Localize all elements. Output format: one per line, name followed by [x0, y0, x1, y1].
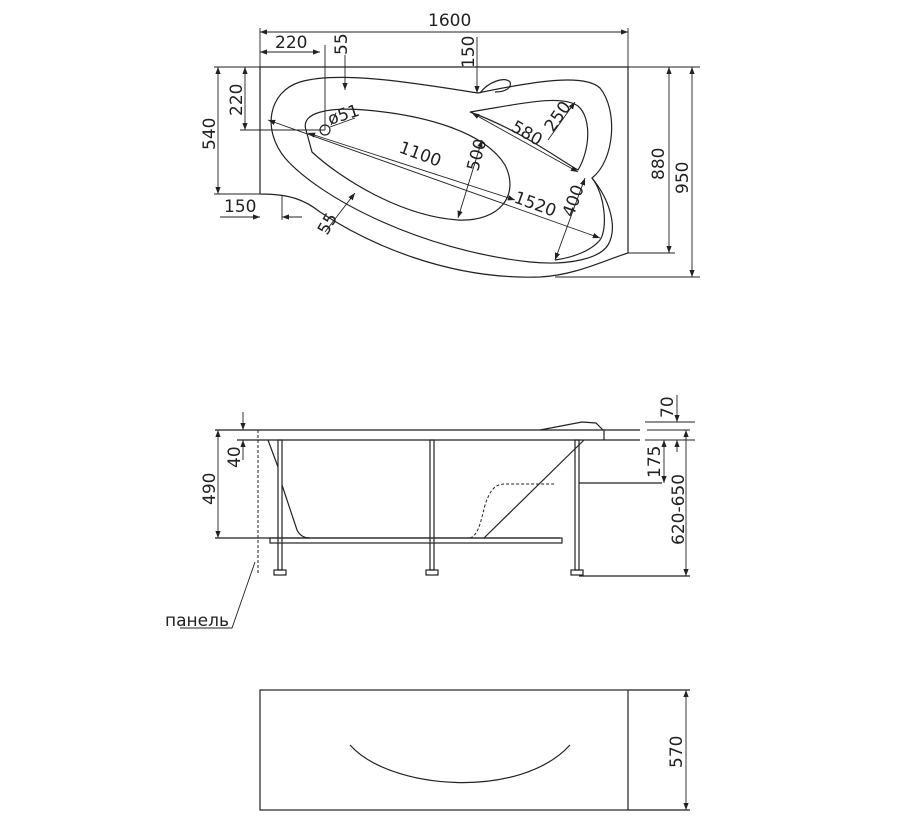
panel-label: панель [165, 611, 229, 631]
dim-175: 175 [645, 446, 665, 478]
frame-bar [269, 537, 563, 544]
tub-wall-right [483, 439, 585, 539]
headrest [479, 79, 511, 94]
top-view: 1600 220 55 150 220 540 150 55 ø51 1100 … [200, 11, 700, 278]
dim-1520: 1520 [511, 188, 558, 222]
tub-outline [259, 66, 629, 278]
dim-150-bottom: 150 [224, 197, 256, 217]
dim-950: 950 [673, 162, 693, 194]
seat-profile-dashed [469, 483, 555, 539]
dim-400: 400 [559, 182, 589, 219]
dim-40: 40 [225, 446, 245, 468]
frame-legs [273, 439, 584, 576]
dim-220-x: 220 [275, 33, 307, 53]
panel-arc [349, 744, 571, 784]
dim-250: 250 [541, 98, 576, 136]
dim-drain-diameter: ø51 [325, 101, 362, 130]
dim-500: 500 [464, 137, 492, 174]
dim-490: 490 [200, 473, 220, 505]
dim-220-y: 220 [227, 84, 247, 116]
dim-880: 880 [649, 148, 669, 180]
dim-570: 570 [667, 736, 687, 768]
side-view: панель 70 40 490 175 620-650 [165, 395, 695, 631]
front-panel-view: 570 [259, 689, 690, 811]
panel-leader [180, 561, 256, 629]
dim-1100: 1100 [396, 138, 443, 172]
rim-inner-line [270, 76, 613, 264]
dim-55-top: 55 [332, 33, 352, 55]
dim-540: 540 [200, 118, 220, 150]
tub-wall-left [267, 439, 311, 539]
dim-1600: 1600 [428, 11, 471, 31]
dim-150-top: 150 [459, 36, 479, 68]
dim-55-bottom: 55 [314, 210, 342, 239]
dim-70: 70 [658, 396, 678, 418]
dim-620-650: 620-650 [669, 474, 689, 545]
dim-580: 580 [508, 117, 546, 151]
